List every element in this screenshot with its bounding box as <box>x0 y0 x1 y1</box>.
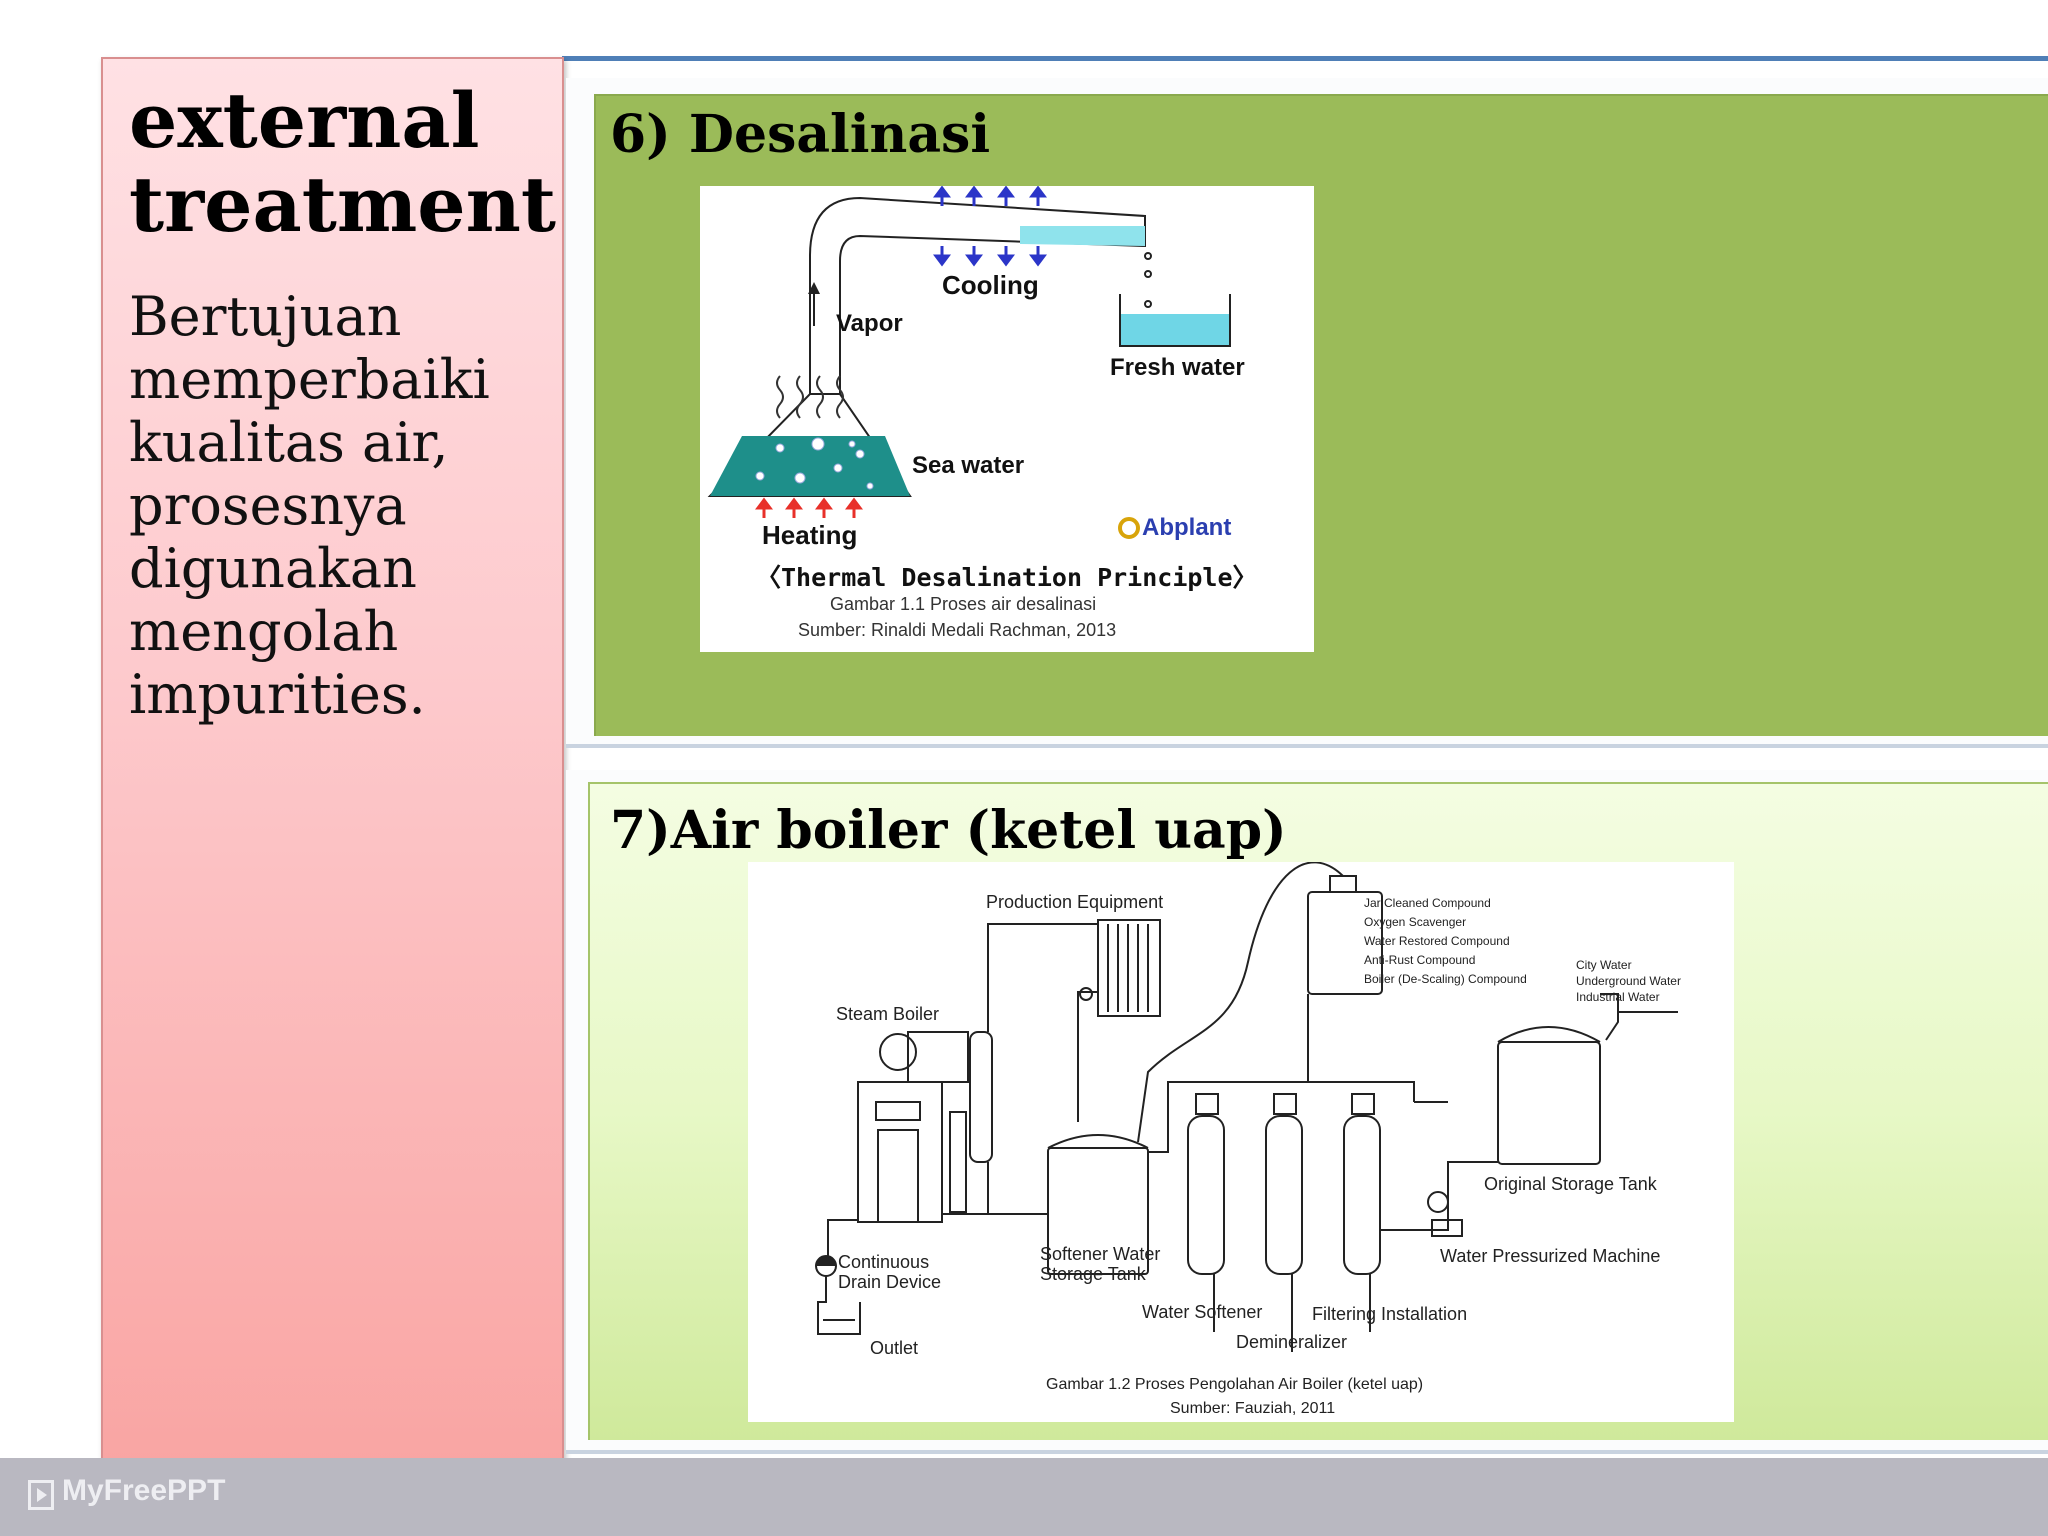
chemical-2: Water Restored Compound <box>1364 934 1510 948</box>
figure-1-source: Sumber: Rinaldi Medali Rachman, 2013 <box>798 620 1117 640</box>
water-source-0: City Water <box>1576 958 1632 972</box>
boiler-figure: Production Equipment Steam Boiler Jar Cl… <box>748 862 1734 1422</box>
label-cooling: Cooling <box>942 270 1039 300</box>
label-water-pressurized-machine: Water Pressurized Machine <box>1440 1246 1661 1266</box>
label-sea-water: Sea water <box>912 452 1025 479</box>
label-production-equipment: Production Equipment <box>986 892 1164 912</box>
label-steam-boiler: Steam Boiler <box>836 1004 940 1024</box>
boiler-diagram <box>815 862 1678 1352</box>
label-vapor: Vapor <box>836 310 903 337</box>
chemical-4: Boiler (De-Scaling) Compound <box>1364 972 1527 986</box>
label-fresh-water: Fresh water <box>1110 354 1245 381</box>
left-panel: external treatment Bertujuan memperbaiki… <box>101 57 564 1464</box>
footer-brand: MyFreePPT <box>62 1474 226 1507</box>
play-icon <box>28 1480 54 1510</box>
label-continuous-drain-device: Continuous Drain Device <box>838 1252 942 1292</box>
label-original-storage-tank: Original Storage Tank <box>1484 1174 1657 1194</box>
label-outlet: Outlet <box>870 1338 919 1358</box>
section-6-title: 6) Desalinasi <box>610 104 991 165</box>
figure-2-caption: Gambar 1.2 Proses Pengolahan Air Boiler … <box>1046 1376 1424 1393</box>
label-softener-water-storage-tank: Softener Water Storage Tank <box>1040 1244 1161 1284</box>
left-title: external treatment <box>129 76 556 249</box>
desalination-diagram <box>707 186 1231 539</box>
label-water-softener: Water Softener <box>1142 1302 1263 1322</box>
chemical-1: Oxygen Scavenger <box>1364 915 1467 929</box>
water-source-2: Industrial Water <box>1576 990 1660 1004</box>
chemical-3: Anti-Rust Compound <box>1364 953 1476 967</box>
label-heating: Heating <box>762 520 858 550</box>
left-body: Bertujuan memperbaiki kualitas air, pros… <box>129 285 490 726</box>
abplant-logo: Abplant <box>1142 514 1232 541</box>
figure-1-caption: Gambar 1.1 Proses air desalinasi <box>830 594 1097 614</box>
label-demineralizer: Demineralizer <box>1236 1332 1348 1352</box>
footer-bar: MyFreePPT <box>0 1458 2048 1536</box>
section-7-title: 7)Air boiler (ketel uap) <box>610 800 1287 861</box>
thermal-desalination-principle: 〈Thermal Desalination Principle〉 <box>756 563 1258 592</box>
desalination-figure: Cooling Vapor Fresh water Sea water Heat… <box>700 186 1314 652</box>
figure-2-source: Sumber: Fauziah, 2011 <box>1170 1400 1336 1417</box>
top-rule <box>562 56 2048 61</box>
label-filtering-installation: Filtering Installation <box>1312 1304 1468 1324</box>
water-source-1: Underground Water <box>1576 974 1681 988</box>
chemical-0: Jar Cleaned Compound <box>1364 896 1491 910</box>
